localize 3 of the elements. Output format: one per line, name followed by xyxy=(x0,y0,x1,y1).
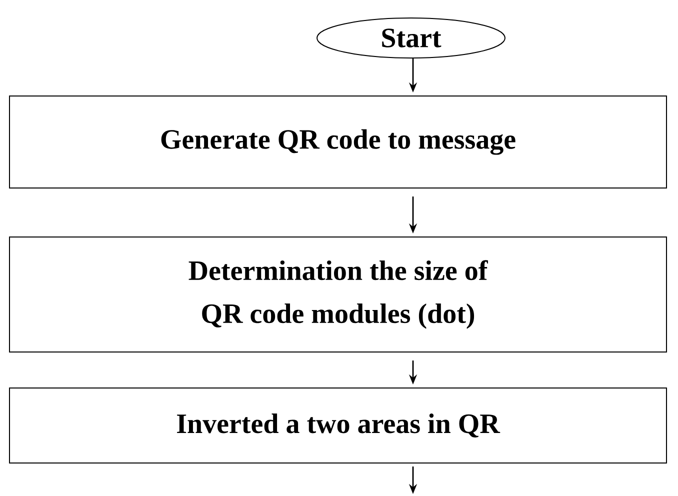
process-box: Generate QR code to message xyxy=(9,96,667,188)
process-box: Determination the size of QR code modules (dot) xyxy=(9,236,667,352)
process-box: Inverted a two areas in QR xyxy=(9,388,667,464)
